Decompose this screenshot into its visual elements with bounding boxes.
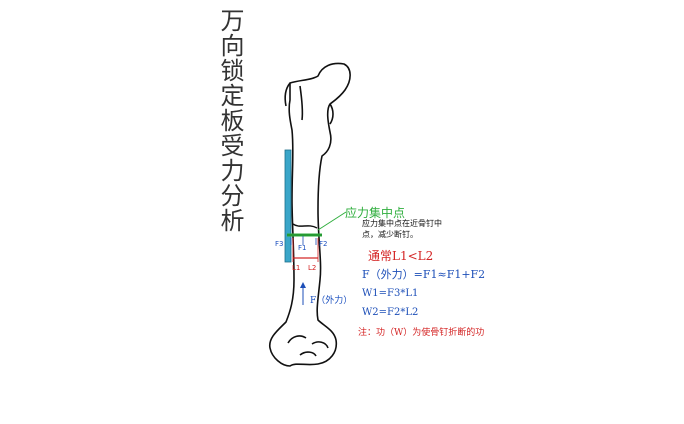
locking-plate [284, 149, 292, 263]
l2-label: L2 [308, 264, 317, 272]
note-line-4: W2=F2*L2 [362, 307, 419, 318]
fracture-line [292, 223, 318, 229]
f3-label: F3 [275, 240, 284, 248]
stress-pointer-line [317, 211, 347, 231]
note-line-5: 注：功（W）为使骨钉折断的功 [358, 328, 485, 338]
stress-point-note: 应力集中点在近骨钉中点，减少断钉。 [362, 219, 442, 239]
stress-point-label: 应力集中点 [345, 206, 406, 220]
f1-label: F1 [298, 244, 307, 252]
external-force-label: F（外力） [310, 296, 353, 306]
f2-label: F2 [319, 240, 328, 248]
l1-label: L1 [292, 264, 301, 272]
note-line-1: 通常L1<L2 [368, 249, 434, 263]
page-title: 万向锁定板受力分析 [216, 8, 244, 233]
note-line-2: F（外力）=F1≈F1+F2 [362, 268, 486, 281]
note-line-3: W1=F3*L1 [362, 288, 419, 299]
femur-bone [268, 62, 351, 367]
